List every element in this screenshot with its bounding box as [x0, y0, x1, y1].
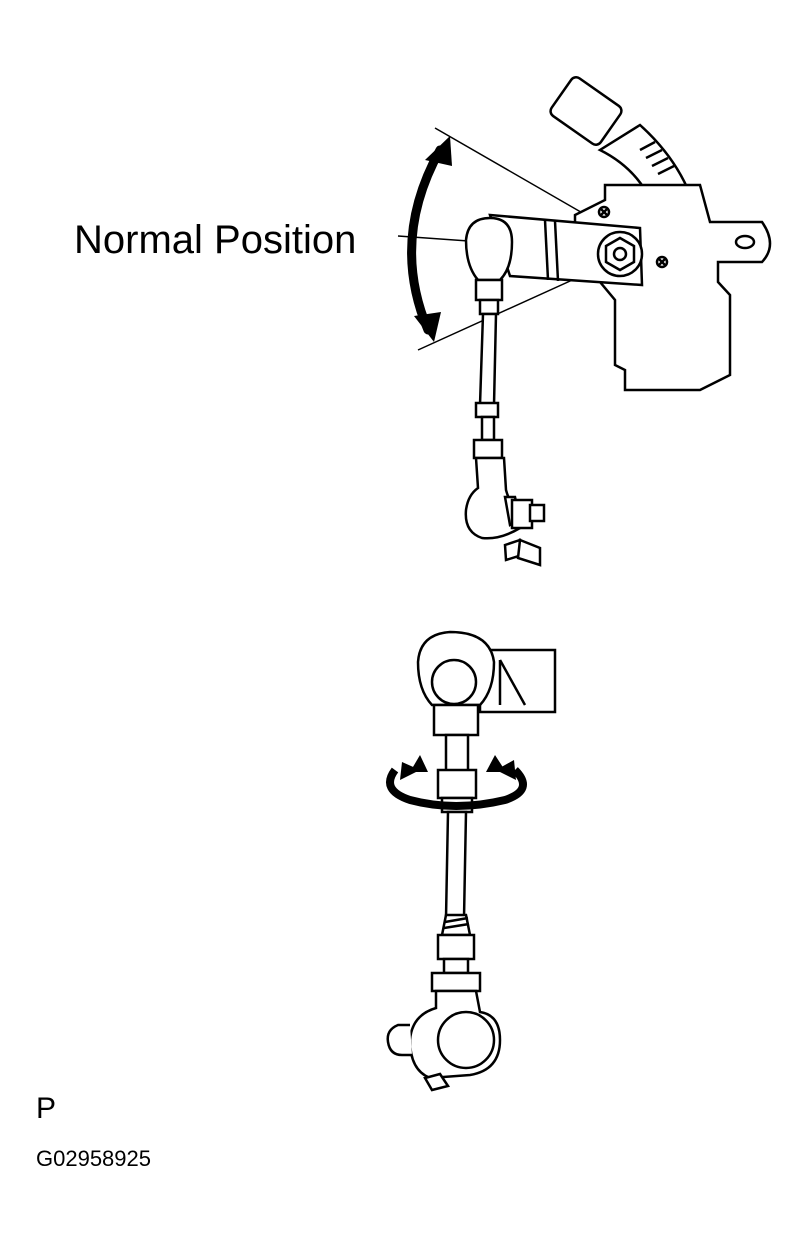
lower-upper-ball-joint [416, 630, 496, 737]
lower-ball-joint [386, 971, 502, 1092]
view-letter-label: P [36, 1092, 57, 1125]
figure-code-label: G02958925 [36, 1146, 151, 1171]
adjustment-nut [436, 733, 478, 814]
threaded-rod [436, 810, 476, 975]
upper-lower-bracket [464, 456, 546, 567]
pivot-bolt-icon [596, 230, 644, 278]
lower-lever-arm [478, 648, 557, 714]
upper-link-rod [472, 312, 504, 460]
upper-figure [397, 76, 772, 567]
normal-position-label: Normal Position [74, 218, 357, 262]
arc-arrow-icon [407, 136, 452, 342]
lower-figure [386, 630, 557, 1092]
sensor-housing [573, 183, 772, 392]
upper-ball-joint [464, 216, 514, 316]
rotation-arrow-icon [386, 755, 527, 810]
